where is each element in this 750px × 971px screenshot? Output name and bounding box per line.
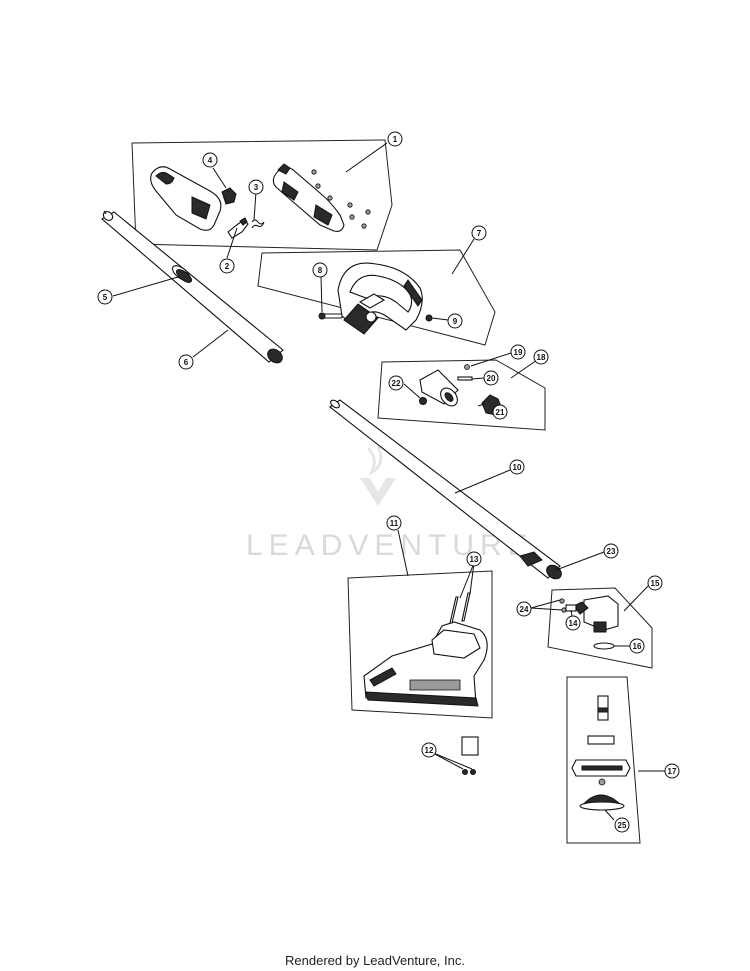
coupler-housing bbox=[419, 369, 459, 407]
svg-text:23: 23 bbox=[607, 547, 616, 556]
svg-text:11: 11 bbox=[390, 519, 399, 528]
guard-screws bbox=[449, 592, 471, 624]
callout-8[interactable]: 8 bbox=[312, 262, 328, 278]
callout-22[interactable]: 22 bbox=[388, 375, 404, 391]
callout-3[interactable]: 3 bbox=[248, 179, 264, 195]
trimmer-bump-knob bbox=[579, 794, 625, 811]
watermark-text: LEADVENTURE bbox=[246, 529, 534, 562]
svg-text:10: 10 bbox=[513, 463, 522, 472]
callout-25[interactable]: 25 bbox=[614, 817, 630, 833]
svg-text:12: 12 bbox=[425, 746, 434, 755]
callout-11[interactable]: 11 bbox=[386, 515, 402, 531]
callout-14[interactable]: 14 bbox=[565, 615, 581, 631]
svg-text:6: 6 bbox=[184, 358, 189, 367]
gear-head-screws bbox=[559, 598, 567, 613]
callout-4[interactable]: 4 bbox=[202, 152, 218, 168]
callout-1[interactable]: 1 bbox=[387, 131, 403, 147]
svg-text:13: 13 bbox=[470, 555, 479, 564]
callout-12[interactable]: 12 bbox=[421, 742, 437, 758]
svg-text:19: 19 bbox=[514, 348, 523, 357]
trimmer-spool bbox=[571, 759, 631, 786]
bracket-screws bbox=[462, 769, 476, 775]
svg-text:1: 1 bbox=[393, 135, 398, 144]
svg-text:25: 25 bbox=[618, 821, 627, 830]
svg-text:8: 8 bbox=[318, 266, 323, 275]
svg-text:15: 15 bbox=[651, 579, 660, 588]
svg-text:14: 14 bbox=[569, 619, 578, 628]
callout-16[interactable]: 16 bbox=[629, 638, 645, 654]
spring bbox=[251, 219, 265, 229]
guard-bracket bbox=[461, 736, 479, 756]
trigger-switch bbox=[221, 187, 237, 205]
assist-handle bbox=[337, 262, 423, 335]
svg-text:5: 5 bbox=[103, 293, 108, 302]
svg-text:22: 22 bbox=[392, 379, 401, 388]
callout-20[interactable]: 20 bbox=[483, 370, 499, 386]
washer bbox=[593, 642, 615, 650]
upper-shaft bbox=[101, 210, 284, 364]
svg-text:24: 24 bbox=[520, 605, 529, 614]
group-18-box bbox=[377, 359, 546, 431]
handle-screws bbox=[311, 169, 371, 229]
svg-text:7: 7 bbox=[477, 229, 482, 238]
handle-left-half bbox=[150, 166, 222, 231]
callout-10[interactable]: 10 bbox=[509, 459, 525, 475]
svg-text:4: 4 bbox=[208, 156, 213, 165]
trimmer-head-adapter bbox=[597, 695, 609, 721]
svg-text:9: 9 bbox=[453, 317, 458, 326]
debris-guard bbox=[363, 621, 488, 707]
svg-text:17: 17 bbox=[668, 767, 677, 776]
svg-text:2: 2 bbox=[225, 262, 230, 271]
svg-text:16: 16 bbox=[633, 642, 642, 651]
callout-18[interactable]: 18 bbox=[533, 349, 549, 365]
handle-right-half bbox=[272, 163, 345, 232]
gear-head bbox=[573, 595, 619, 633]
coupler-screw bbox=[464, 364, 470, 370]
callout-9[interactable]: 9 bbox=[447, 313, 463, 329]
callout-7[interactable]: 7 bbox=[471, 225, 487, 241]
svg-text:18: 18 bbox=[537, 353, 546, 362]
coupler-nut bbox=[419, 397, 427, 405]
svg-text:20: 20 bbox=[487, 374, 496, 383]
leader-lines bbox=[112, 142, 665, 821]
trimmer-head-cap bbox=[587, 735, 615, 745]
callout-17[interactable]: 17 bbox=[664, 763, 680, 779]
callout-5[interactable]: 5 bbox=[97, 289, 113, 305]
callout-2[interactable]: 2 bbox=[219, 258, 235, 274]
callout-13[interactable]: 13 bbox=[466, 551, 482, 567]
callout-19[interactable]: 19 bbox=[510, 344, 526, 360]
callout-21[interactable]: 21 bbox=[492, 404, 508, 420]
callout-6[interactable]: 6 bbox=[178, 354, 194, 370]
watermark-logo bbox=[360, 445, 396, 506]
callout-15[interactable]: 15 bbox=[647, 575, 663, 591]
coupler-pin bbox=[457, 376, 473, 381]
svg-text:21: 21 bbox=[496, 408, 505, 417]
lower-shaft bbox=[329, 399, 562, 580]
callout-24[interactable]: 24 bbox=[516, 601, 532, 617]
assist-handle-nut bbox=[425, 314, 433, 322]
callout-23[interactable]: 23 bbox=[603, 543, 619, 559]
assist-handle-bolt bbox=[318, 312, 343, 320]
svg-text:3: 3 bbox=[254, 183, 259, 192]
trigger-lever bbox=[227, 217, 249, 239]
footer-credit: Rendered by LeadVenture, Inc. bbox=[285, 953, 465, 968]
